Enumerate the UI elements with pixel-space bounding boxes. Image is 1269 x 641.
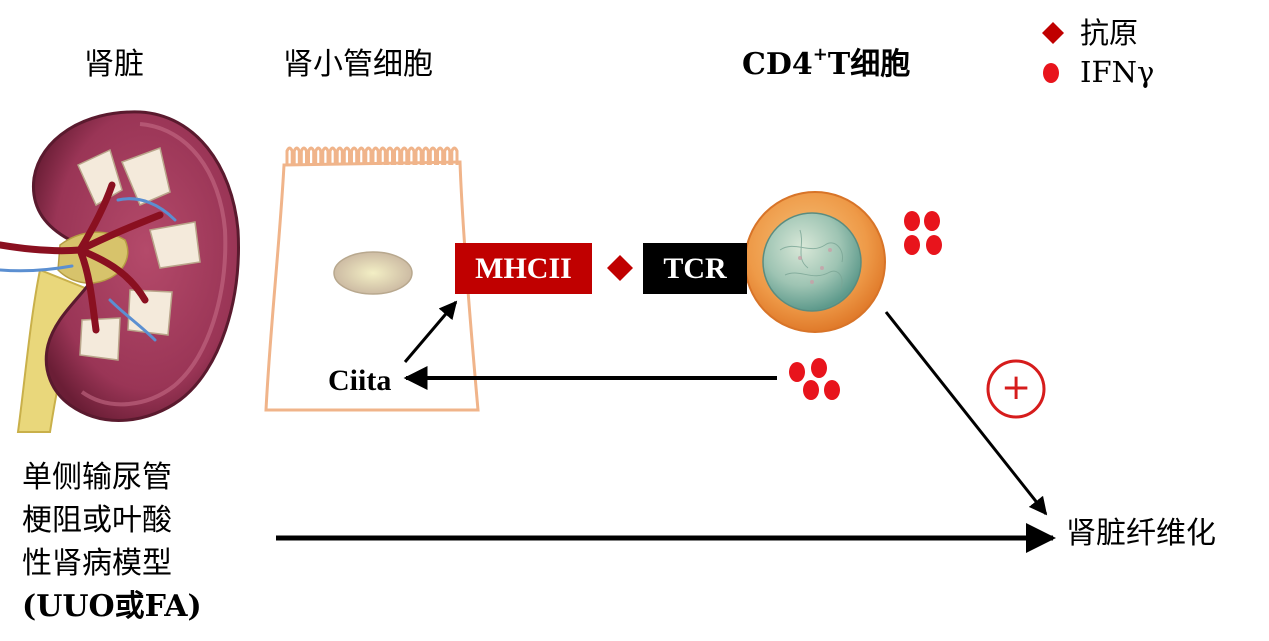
- tcr-box: TCR: [663, 251, 727, 285]
- fibrosis-label: 肾脏纤维化: [1066, 516, 1216, 551]
- antigen-diamond-icon: [607, 255, 633, 281]
- cd4-label-prefix: CD4: [742, 47, 813, 82]
- ifng-dots-near-tcell: [904, 211, 942, 255]
- ifng-dots-near-arrow: [789, 358, 840, 400]
- cd4-tcell-label: CD4+T细胞: [742, 46, 911, 82]
- plus-sign: +: [1001, 367, 1032, 408]
- model-line-4: (UUO或FA): [22, 589, 202, 624]
- mhcii-box: MHCII: [475, 251, 572, 285]
- ciita-label: Ciita: [328, 364, 392, 397]
- cd4-t-cell: [744, 191, 886, 333]
- arrow-ciita-to-mhcii: [403, 300, 458, 363]
- legend-antigen-diamond-icon: [1042, 22, 1064, 44]
- tubule-cell-label: 肾小管细胞: [283, 47, 433, 82]
- legend-antigen-label: 抗原: [1080, 16, 1139, 50]
- kidney-label: 肾脏: [84, 47, 144, 82]
- cell-nucleus: [333, 251, 413, 295]
- arrow-tcell-to-fibrosis: [884, 311, 1048, 516]
- promotion-circle: [986, 359, 1046, 419]
- kidney-illustration: [0, 110, 240, 433]
- mhcii-box-bg: [455, 243, 592, 294]
- model-line-2: 梗阻或叶酸: [22, 503, 172, 538]
- model-line-3: 性肾病模型: [22, 546, 172, 581]
- cd4-label-suffix: T细胞: [827, 47, 911, 82]
- legend-ifng-label: IFNγ: [1080, 55, 1155, 89]
- legend-ifng-dot-icon: [1043, 63, 1059, 83]
- model-line-1: 单侧输尿管: [22, 460, 172, 495]
- tcr-box-bg: [643, 243, 747, 294]
- cd4-label-sup: +: [812, 44, 828, 65]
